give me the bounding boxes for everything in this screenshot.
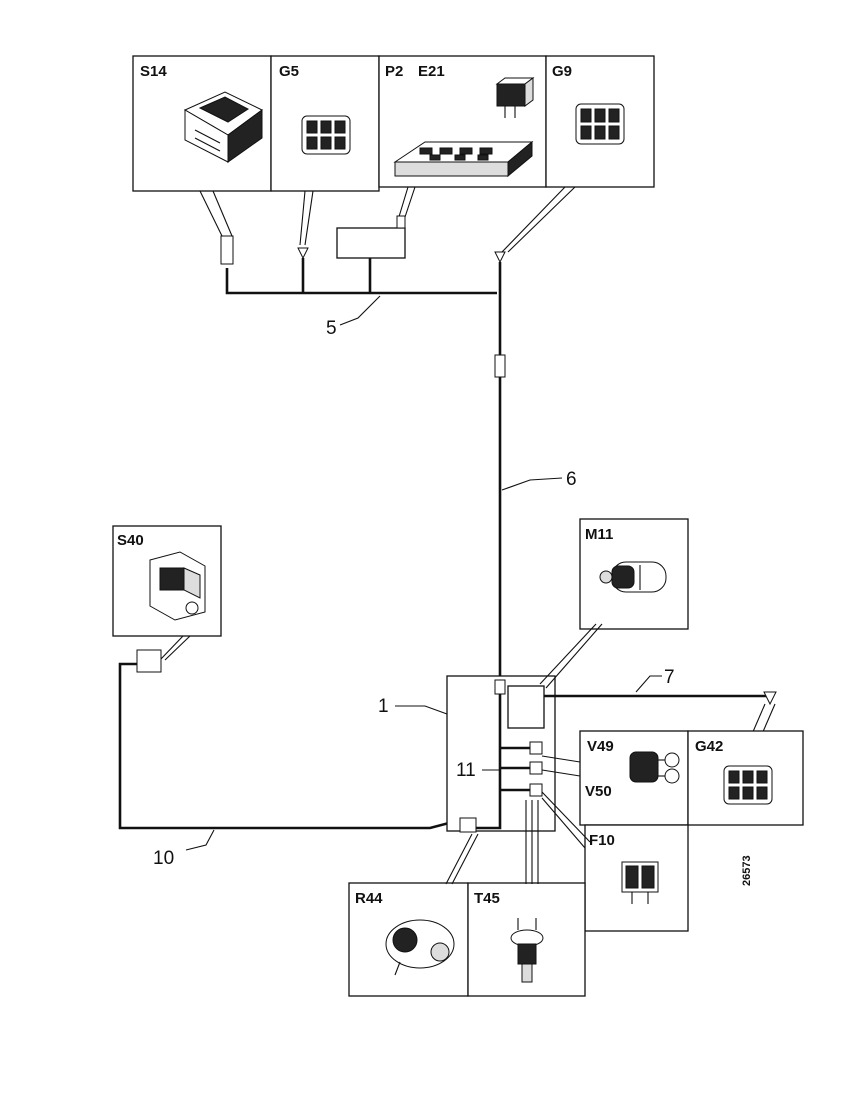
- reference-number: 26573: [741, 855, 753, 886]
- harness-5: 5: [220, 215, 506, 339]
- plug-g5: [297, 247, 309, 260]
- harness-6: 6: [494, 262, 577, 690]
- label-f10: F10: [589, 832, 615, 849]
- callout-6: 6: [566, 469, 577, 490]
- plug-g42: [763, 691, 777, 706]
- relay-e21-icon: [495, 77, 535, 118]
- unit-plug-bottom: [459, 817, 477, 833]
- label-m11: M11: [585, 526, 613, 543]
- connector-g5-icon: [301, 115, 351, 155]
- switch-s14-icon: [183, 91, 263, 163]
- plug-p2: [396, 215, 406, 229]
- label-p2: P2: [385, 63, 403, 80]
- sensor-t45-icon: [510, 918, 544, 983]
- connector-s40: [136, 649, 162, 673]
- callout-7: 7: [664, 667, 675, 688]
- label-s14: S14: [140, 63, 167, 80]
- panel-s40-group: S40: [112, 525, 222, 673]
- valve-v49-v50-icon: [629, 751, 680, 784]
- label-g42: G42: [695, 738, 723, 755]
- label-g9: G9: [552, 63, 572, 80]
- panel-f10-group: F10: [541, 791, 689, 932]
- callout-10: 10: [153, 848, 174, 869]
- unit-plug-top: [494, 679, 506, 695]
- panel-r44-t45-group: R44 T45: [348, 800, 586, 997]
- instrument-board-p2-icon: [393, 140, 534, 178]
- connector-g9-icon: [575, 103, 625, 145]
- label-g5: G5: [279, 63, 299, 80]
- fuse-f10-icon: [621, 861, 659, 904]
- switch-s40-icon: [149, 551, 206, 621]
- label-v50: V50: [585, 783, 612, 800]
- label-t45: T45: [474, 890, 500, 907]
- label-e21: E21: [418, 63, 445, 80]
- top-pointers: [199, 186, 576, 253]
- harness-7: 7: [544, 667, 777, 735]
- motor-m11-icon: [599, 561, 667, 593]
- sensor-r44-icon: [385, 919, 455, 976]
- inline-connector: [494, 354, 506, 378]
- panel-v49-g42-group: V49 V50 G42: [541, 730, 804, 826]
- plug-g9: [494, 251, 506, 264]
- central-unit-group: 1 11: [378, 675, 556, 833]
- unit-relay-box: [507, 685, 545, 729]
- callout-1: 1: [378, 696, 389, 717]
- callout-11: 11: [456, 760, 476, 781]
- harness-10: 10: [118, 662, 469, 869]
- connector-g42-icon: [723, 765, 773, 805]
- top-component-panel: S14 G5 P2 E21 G9: [132, 55, 655, 192]
- label-s40: S40: [117, 532, 144, 549]
- callout-5: 5: [326, 318, 337, 339]
- label-r44: R44: [355, 890, 383, 907]
- connector-box-p2: [336, 227, 406, 259]
- plug-s14: [220, 235, 234, 265]
- label-v49: V49: [587, 738, 614, 755]
- panel-m11-group: M11: [539, 518, 689, 689]
